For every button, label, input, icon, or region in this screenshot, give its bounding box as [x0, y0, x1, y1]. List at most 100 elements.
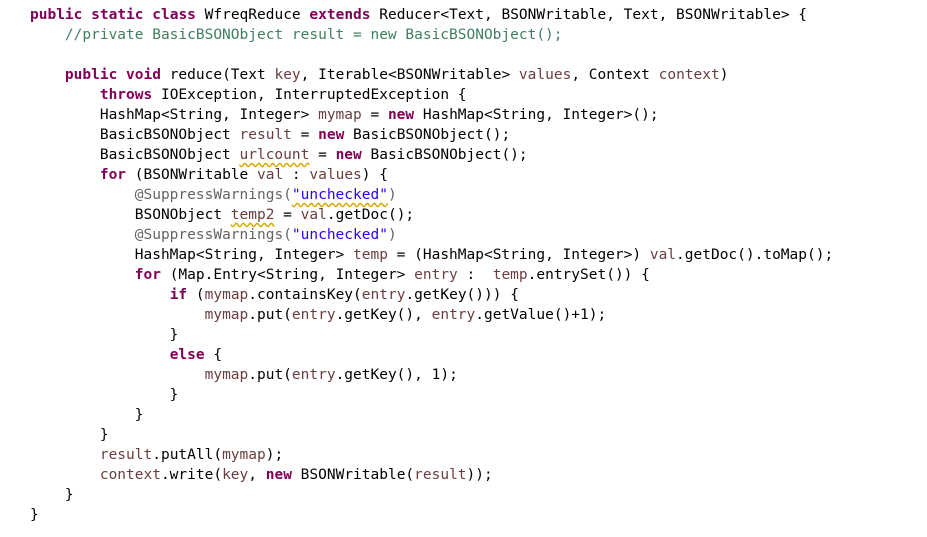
code-line-10: @SuppressWarnings("unchecked") [30, 185, 833, 205]
code-token: new [318, 127, 345, 143]
code-token: @SuppressWarnings( [134, 227, 292, 243]
code-token [30, 67, 65, 83]
code-line-2: //private BasicBSONObject result = new B… [30, 25, 833, 45]
code-token: if [169, 287, 188, 303]
code-token: "unchecked" [291, 187, 388, 203]
code-token: ) { [361, 167, 388, 183]
code-token: result [99, 447, 153, 463]
code-token: : [457, 267, 493, 283]
code-token: new [387, 107, 415, 123]
code-line-8: BasicBSONObject urlcount = new BasicBSON… [30, 145, 833, 165]
code-token: new [335, 147, 362, 163]
code-token [117, 67, 126, 83]
code-line-21: } [30, 405, 833, 425]
code-token: } [30, 487, 74, 503]
code-token [30, 347, 170, 363]
code-token: } [30, 507, 39, 523]
code-line-17: } [30, 325, 833, 345]
code-token: "unchecked" [291, 227, 388, 243]
code-line-20: } [30, 385, 833, 405]
code-line-6: HashMap<String, Integer> mymap = new Has… [30, 105, 833, 125]
code-area[interactable]: public static class WfreqReduce extends … [30, 5, 833, 525]
code-token: HashMap<String, Integer> [30, 107, 319, 123]
code-token: .getKey(), [335, 307, 432, 323]
code-line-5: throws IOException, InterruptedException… [30, 85, 833, 105]
code-token: public [64, 67, 118, 83]
code-token: .write( [160, 467, 223, 483]
code-token: values [518, 67, 572, 83]
code-token: key [274, 67, 301, 83]
code-token: , [248, 467, 266, 483]
code-token: (BSONWritable [126, 167, 257, 183]
code-token: : [283, 167, 310, 183]
code-token: reduce(Text [160, 67, 275, 83]
code-token: IOException, InterruptedException { [152, 87, 467, 103]
code-token: entry [414, 267, 458, 283]
code-line-25: } [30, 485, 833, 505]
code-token: for [134, 267, 161, 283]
code-token: ); [265, 447, 284, 463]
code-token: val [257, 167, 284, 183]
code-token: val [300, 207, 327, 223]
code-token: (Map.Entry<String, Integer> [160, 267, 415, 283]
code-token: BSONObject [30, 207, 231, 223]
code-token: .getValue()+1); [475, 307, 607, 323]
code-token: temp2 [230, 207, 275, 223]
code-token: .containsKey( [248, 287, 362, 303]
code-line-14: for (Map.Entry<String, Integer> entry : … [30, 265, 833, 285]
code-line-9: for (BSONWritable val : values) { [30, 165, 833, 185]
code-token: = [274, 207, 301, 223]
code-token: ) [719, 67, 729, 83]
code-token [30, 267, 135, 283]
code-token [30, 287, 170, 303]
code-token: BasicBSONObject(); [344, 127, 511, 143]
code-line-4: public void reduce(Text key, Iterable<BS… [30, 65, 833, 85]
code-token: mymap [204, 307, 249, 323]
code-token: for [99, 167, 127, 183]
code-line-13: HashMap<String, Integer> temp = (HashMap… [30, 245, 833, 265]
code-token: BSONWritable( [291, 467, 415, 483]
code-token: result [239, 127, 292, 143]
code-token: val [649, 247, 677, 263]
code-token: = [291, 127, 319, 143]
code-token [30, 187, 135, 203]
code-token: HashMap<String, Integer>(); [414, 107, 659, 123]
code-token: throws [99, 87, 153, 103]
code-line-12: @SuppressWarnings("unchecked") [30, 225, 833, 245]
code-token: .putAll( [152, 447, 223, 463]
code-token [30, 447, 100, 463]
code-token: .getKey(), 1); [335, 367, 458, 383]
code-token: mymap [318, 107, 362, 123]
code-line-15: if (mymap.containsKey(entry.getKey())) { [30, 285, 833, 305]
code-token: .getKey())) { [405, 287, 519, 303]
code-token [144, 7, 153, 23]
code-token: .put( [248, 367, 292, 383]
code-token: temp [353, 247, 388, 263]
code-token: { [204, 347, 223, 363]
code-token: } [30, 387, 179, 403]
code-token: } [30, 407, 144, 423]
code-token: values [309, 167, 362, 183]
code-token: entry [291, 367, 336, 383]
code-line-11: BSONObject temp2 = val.getDoc(); [30, 205, 833, 225]
code-token [30, 87, 100, 103]
code-token: = [309, 147, 336, 163]
code-token: WfreqReduce [195, 7, 310, 23]
code-line-24: context.write(key, new BSONWritable(resu… [30, 465, 833, 485]
code-token [30, 367, 205, 383]
code-token: Reducer<Text, BSONWritable, Text, BSONWr… [370, 7, 808, 23]
code-token: .entrySet()) { [527, 267, 650, 283]
code-token: entry [291, 307, 336, 323]
code-token: mymap [204, 367, 249, 383]
code-token: , Iterable<BSONWritable> [300, 67, 519, 83]
code-token: BasicBSONObject [30, 147, 240, 163]
code-token: new [265, 467, 292, 483]
code-token: )); [466, 467, 493, 483]
code-token: BasicBSONObject(); [361, 147, 528, 163]
code-token: , Context [571, 67, 659, 83]
code-line-19: mymap.put(entry.getKey(), 1); [30, 365, 833, 385]
code-token: .getDoc().toMap(); [676, 247, 834, 263]
code-token: } [30, 327, 179, 343]
code-token: ( [187, 287, 205, 303]
